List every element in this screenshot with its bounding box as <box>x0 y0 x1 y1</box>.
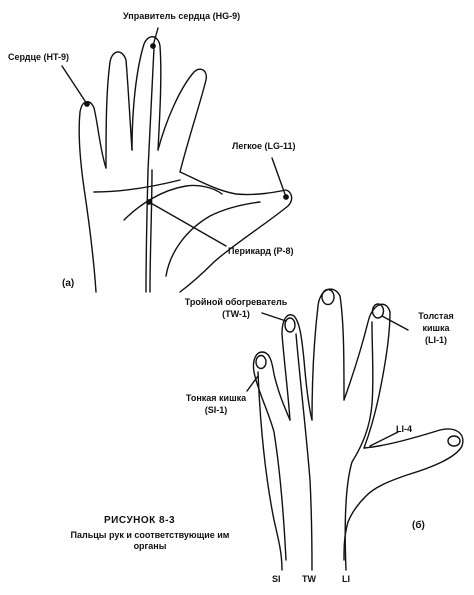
p8-label: Перикард (P-8) <box>228 246 294 256</box>
tw1-label-line1: Тройной обогреватель <box>184 297 288 307</box>
si1-label-line1: Тонкая кишка <box>185 393 247 403</box>
figure-caption-line2: органы <box>133 541 167 551</box>
li1-label-line3: (LI-1) <box>425 335 447 345</box>
hg9-label: Управитель сердца (HG-9) <box>123 11 241 21</box>
panel-a-label: (а) <box>62 278 75 289</box>
dorsal-hand-outline <box>252 288 464 571</box>
figure-caption-line1: Пальцы рук и соответствующие им <box>70 530 230 540</box>
ht9-label: Сердце (HT-9) <box>8 52 70 62</box>
li4-leader <box>369 431 399 447</box>
lg11-leader <box>271 157 287 198</box>
li4-label: LI-4 <box>396 424 413 434</box>
si1-leader <box>246 375 259 392</box>
figure-caption-title: РИСУНОК 8-3 <box>104 515 176 526</box>
li1-label-line2: кишка <box>422 323 450 333</box>
p8-leader <box>148 201 227 247</box>
meridian-li-label: LI <box>342 574 350 584</box>
tw1-label-line2: (TW-1) <box>222 309 250 319</box>
hg9-leader <box>152 27 159 47</box>
tw1-leader <box>261 312 287 322</box>
li1-leader <box>381 315 409 331</box>
meridian-tw-label: TW <box>302 574 316 584</box>
palm-hand-outline <box>78 36 293 293</box>
lg11-label: Легкое (LG-11) <box>232 141 296 151</box>
si1-label-line2: (SI-1) <box>204 405 228 415</box>
ht9-leader <box>61 65 88 105</box>
li1-label-line1: Толстая <box>418 311 454 321</box>
panel-b-label: (б) <box>412 520 425 531</box>
meridian-si-label: SI <box>272 574 281 584</box>
